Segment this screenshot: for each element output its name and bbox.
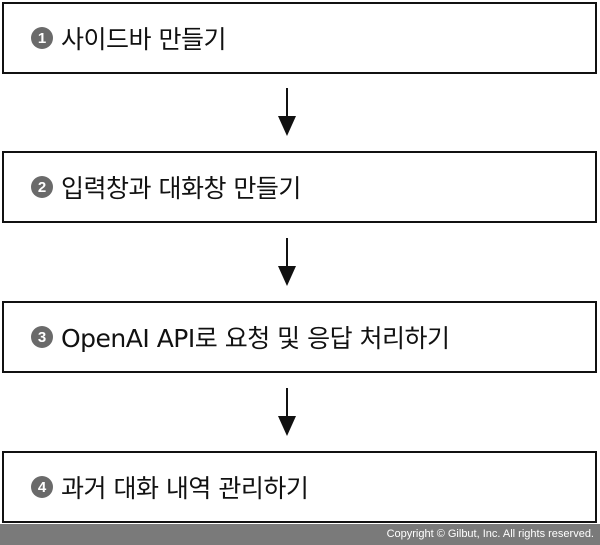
arrow-down-icon — [278, 88, 296, 136]
arrow-down-icon — [278, 388, 296, 436]
step-label: OpenAI API로 요청 및 응답 처리하기 — [61, 324, 450, 353]
step-4-box: 4 과거 대화 내역 관리하기 — [2, 451, 597, 523]
step-3-box: 3 OpenAI API로 요청 및 응답 처리하기 — [2, 301, 597, 373]
arrow-down-icon — [278, 238, 296, 286]
step-number-badge: 2 — [31, 176, 53, 198]
footer-bar: Copyright © Gilbut, Inc. All rights rese… — [0, 524, 600, 545]
step-number-badge: 4 — [31, 476, 53, 498]
step-number-badge: 1 — [31, 27, 53, 49]
copyright-text: Copyright © Gilbut, Inc. All rights rese… — [386, 528, 594, 540]
step-number-badge: 3 — [31, 326, 53, 348]
step-2-box: 2 입력창과 대화창 만들기 — [2, 151, 597, 223]
step-1-box: 1 사이드바 만들기 — [2, 2, 597, 74]
step-label: 사이드바 만들기 — [61, 25, 226, 54]
step-label: 입력창과 대화창 만들기 — [61, 174, 301, 203]
step-label: 과거 대화 내역 관리하기 — [61, 474, 309, 503]
